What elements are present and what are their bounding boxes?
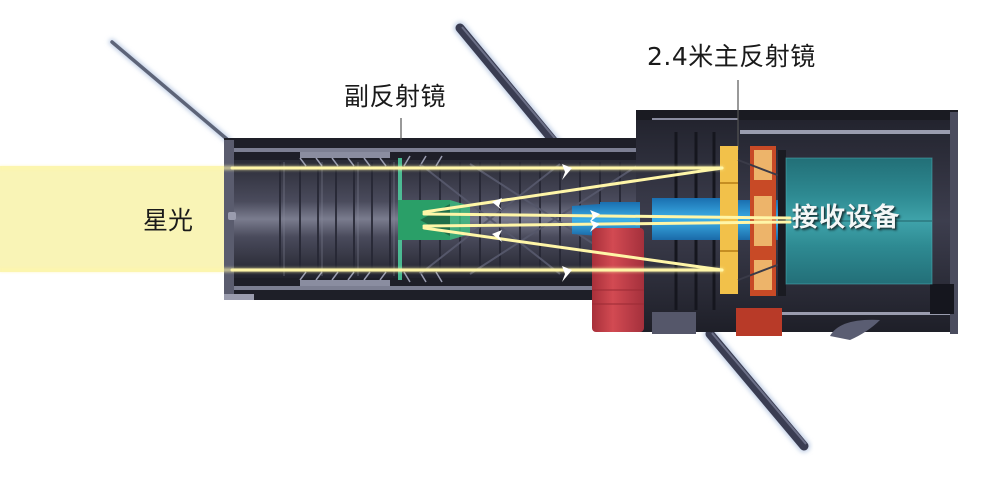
secondary-mirror-label: 副反射镜 — [344, 82, 447, 111]
starlight-label: 星光 — [143, 206, 194, 235]
boom-upper-left — [108, 38, 232, 144]
ray-arrows — [492, 164, 600, 282]
red-electronics-module — [592, 228, 644, 332]
secondary-mirror — [398, 200, 470, 240]
light-rays — [0, 166, 792, 272]
boom-lower-right — [703, 327, 811, 453]
boom-upper-middle — [453, 21, 563, 151]
bottom-bracket — [830, 319, 880, 340]
gray-block — [652, 312, 696, 334]
primary-mirror-label: 2.4米主反射镜 — [647, 42, 816, 71]
receiver-label: 接收设备 — [792, 203, 901, 233]
receiver-box — [785, 157, 933, 285]
starlight-beam — [0, 166, 232, 272]
